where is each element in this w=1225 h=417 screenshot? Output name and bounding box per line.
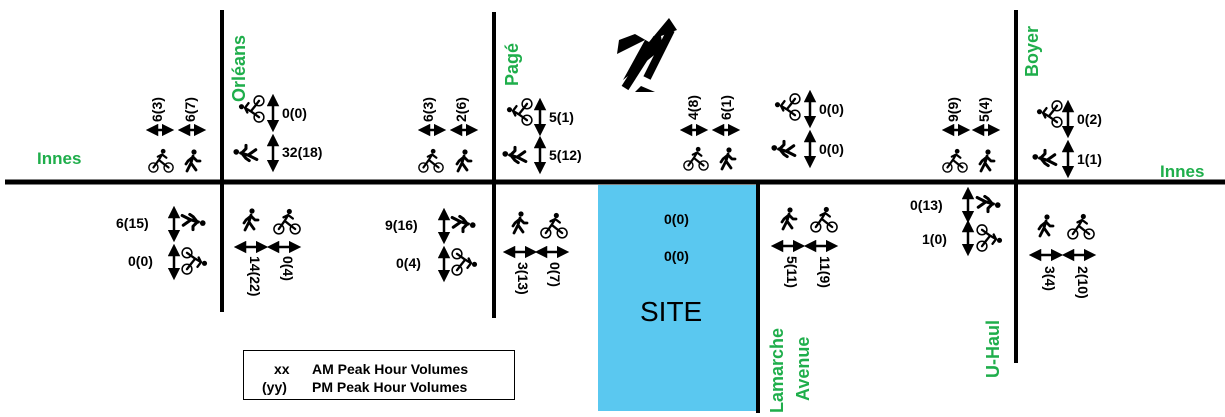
site-label: SITE	[640, 296, 703, 327]
pedestrian-icon	[242, 207, 260, 232]
boyer-nw-ped-volume: 5(4)	[976, 97, 992, 122]
cyclist-icon	[450, 248, 478, 276]
lamarche-se-group	[770, 206, 839, 253]
site-area	[598, 185, 756, 411]
cyclist-icon	[942, 148, 968, 174]
pedestrian-icon	[978, 148, 996, 173]
cyclist-icon	[148, 148, 174, 174]
orleans-sw-group	[167, 205, 208, 281]
lamarche-nw-ped-volume: 6(1)	[718, 95, 734, 120]
boyer-sw-bike-volume: 1(0)	[922, 231, 947, 247]
boyer-ne-ped-volume: 1(1)	[1077, 151, 1102, 167]
cyclist-icon	[810, 206, 838, 234]
page-ne-group	[502, 97, 547, 175]
lamarche-ne-group	[771, 89, 817, 169]
pedestrian-icon	[1032, 148, 1058, 168]
page-ne-ped-volume: 5(12)	[549, 147, 582, 163]
pedestrian-icon	[455, 148, 473, 173]
page-sw-bike-volume: 0(4)	[396, 255, 421, 271]
legend-pm-text: PM Peak Hour Volumes	[312, 379, 468, 395]
orleans-ne-group	[233, 93, 280, 173]
pedestrian-icon	[1037, 213, 1055, 238]
orleans-se-bike-volume: 0(4)	[280, 256, 296, 281]
page-se-group	[502, 210, 570, 259]
pedestrian-icon	[450, 214, 476, 234]
boyer-ne-bike-volume: 0(2)	[1077, 111, 1102, 127]
street-innes-east: Innes	[1160, 162, 1205, 181]
page-se-ped-volume: 3(13)	[515, 262, 531, 295]
street-orleans: Orléans	[229, 34, 249, 102]
lamarche-sw-bike-volume: 0(0)	[664, 248, 689, 264]
pedestrian-icon	[511, 210, 529, 235]
legend-am-text: AM Peak Hour Volumes	[312, 361, 469, 377]
cyclist-icon	[975, 224, 1003, 252]
boyer-nw-group	[941, 123, 1001, 174]
cyclist-icon	[540, 212, 568, 240]
orleans-nw-group	[145, 123, 207, 174]
pedestrian-icon	[180, 212, 206, 232]
legend-pm-key: (yy)	[262, 379, 287, 395]
page-nw-group	[417, 123, 479, 174]
orleans-nw-ped-volume: 6(7)	[182, 97, 198, 122]
lamarche-se-ped-volume: 5(11)	[784, 256, 800, 288]
lamarche-nw-bike-volume: 4(8)	[685, 95, 701, 120]
orleans-sw-ped-volume: 6(15)	[116, 215, 149, 231]
lamarche-ne-bike-volume: 0(0)	[819, 101, 844, 117]
cyclist-icon	[1067, 213, 1095, 241]
cyclist-icon	[273, 208, 301, 236]
boyer-nw-bike-volume: 9(9)	[945, 97, 961, 122]
pedestrian-icon	[719, 146, 737, 171]
pedestrian-icon	[780, 206, 798, 231]
legend-box: xx AM Peak Hour Volumes (yy) PM Peak Hou…	[243, 350, 515, 400]
lamarche-nw-group	[679, 123, 741, 172]
page-se-bike-volume: 0(7)	[547, 262, 563, 287]
cyclist-icon	[418, 148, 444, 174]
street-innes-west: Innes	[37, 149, 82, 168]
orleans-sw-bike-volume: 0(0)	[128, 253, 153, 269]
orleans-se-group	[233, 207, 302, 254]
legend-am-key: xx	[274, 361, 290, 377]
page-sw-ped-volume: 9(16)	[385, 217, 418, 233]
pedestrian-icon	[502, 145, 528, 165]
boyer-se-bike-volume: 2(10)	[1075, 266, 1091, 299]
page-sw-group	[437, 207, 478, 283]
pedestrian-icon	[975, 194, 1001, 214]
boyer-sw-ped-volume: 0(13)	[910, 197, 943, 213]
boyer-ne-group	[1032, 99, 1075, 179]
cyclist-icon	[774, 93, 802, 121]
street-page: Pagé	[502, 42, 522, 86]
boyer-se-group	[1028, 213, 1097, 262]
boyer-se-ped-volume: 3(4)	[1042, 266, 1058, 291]
street-avenue: Avenue	[793, 336, 813, 401]
orleans-se-ped-volume: 14(22)	[247, 256, 263, 297]
pedestrian-icon	[184, 148, 202, 173]
street-uhaul: U-Haul	[983, 320, 1003, 378]
lamarche-se-bike-volume: 11(9)	[817, 256, 833, 288]
street-boyer: Boyer	[1022, 25, 1042, 77]
boyer-sw-group	[961, 186, 1003, 257]
cyclist-icon	[683, 146, 709, 172]
orleans-ne-bike-volume: 0(0)	[282, 105, 307, 121]
page-nw-bike-volume: 6(3)	[420, 97, 436, 122]
cyclist-icon	[180, 247, 208, 275]
page-nw-ped-volume: 2(6)	[453, 97, 469, 122]
cyclist-icon	[506, 98, 534, 126]
lamarche-sw-ped-volume: 0(0)	[664, 211, 689, 227]
pedestrian-icon	[233, 143, 259, 163]
orleans-nw-bike-volume: 6(3)	[149, 97, 165, 122]
lamarche-ne-ped-volume: 0(0)	[819, 141, 844, 157]
street-lamarche: Lamarche	[767, 327, 787, 413]
north-arrow-icon	[617, 18, 677, 92]
orleans-ne-ped-volume: 32(18)	[282, 144, 323, 160]
page-ne-bike-volume: 5(1)	[549, 109, 574, 125]
pedestrian-icon	[771, 139, 797, 159]
cyclist-icon	[1036, 100, 1064, 128]
